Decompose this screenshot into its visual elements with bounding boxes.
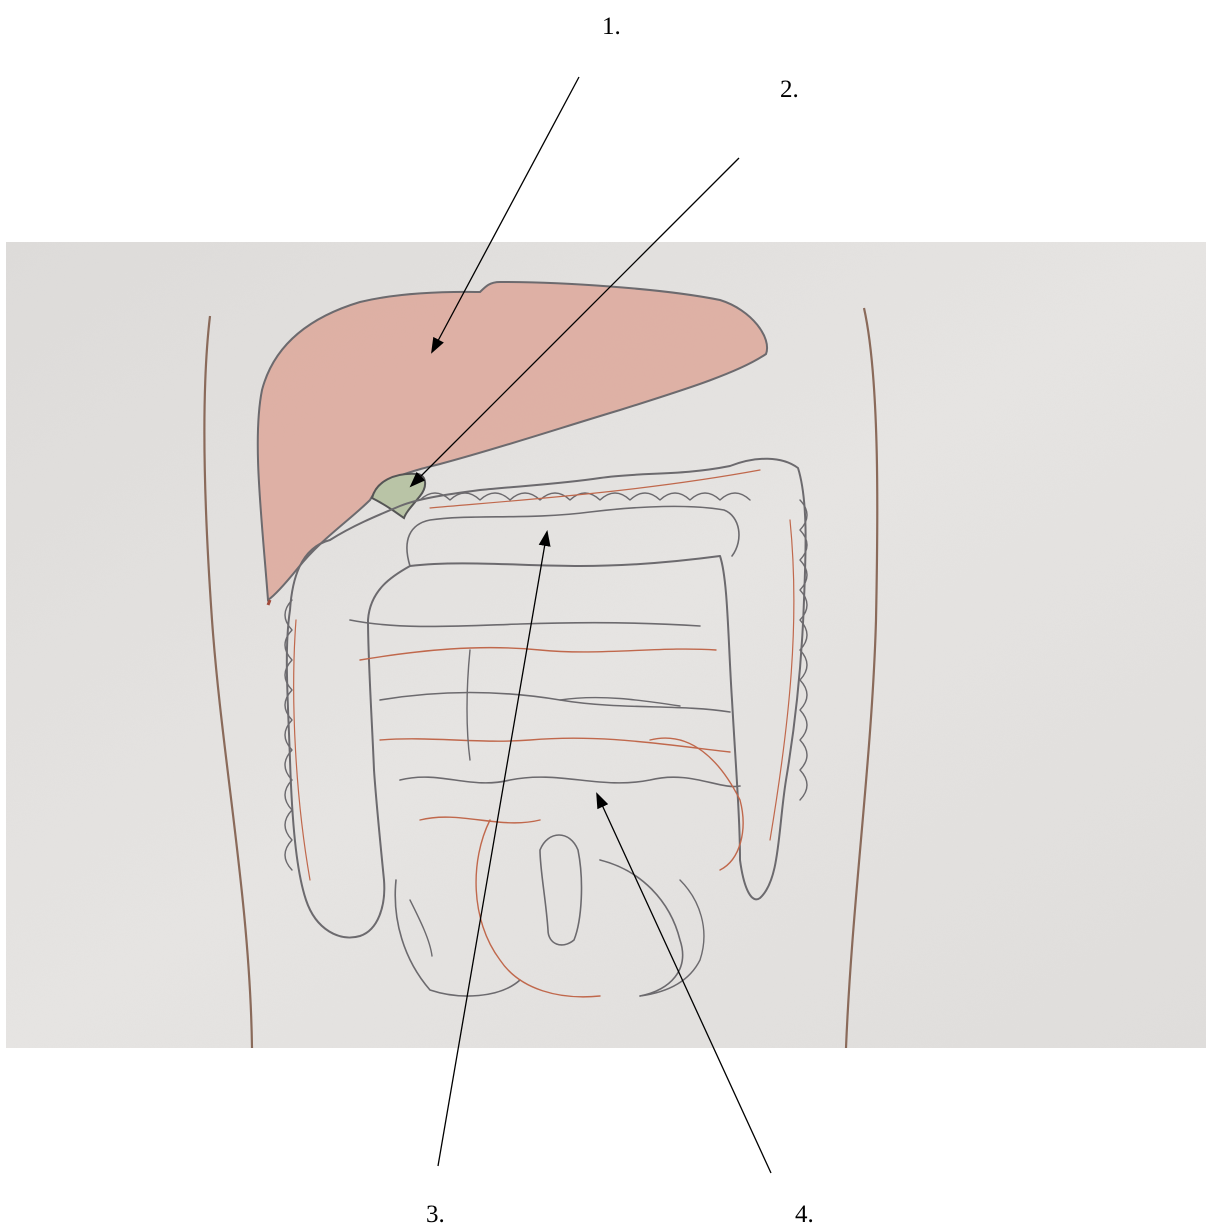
label-2: 2. [780,76,799,103]
photo [6,242,1206,1048]
label-4: 4. [795,1201,814,1228]
label-1: 1. [602,13,621,40]
label-3: 3. [426,1201,445,1228]
